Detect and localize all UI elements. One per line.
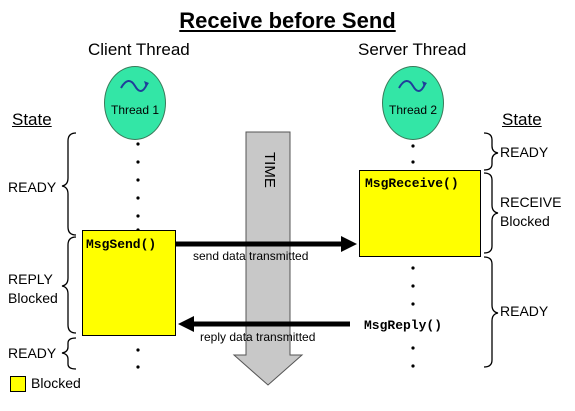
brace-server-receive xyxy=(483,172,499,254)
client-state-ready-bottom: READY xyxy=(8,345,57,361)
client-blocked-box: MsgSend() xyxy=(82,230,176,336)
diagram-title: Receive before Send xyxy=(179,8,396,33)
msgreply-call: MsgReply() xyxy=(364,318,443,333)
client-timeline-dots xyxy=(136,142,140,369)
client-state-reply-line2: Blocked xyxy=(8,290,58,306)
client-state-reply-line1: REPLY xyxy=(8,271,53,287)
server-state-receive-line1: RECEIVE xyxy=(500,194,562,210)
client-thread-label: Thread 1 xyxy=(110,103,160,117)
msgsend-call: MsgSend() xyxy=(86,237,157,252)
msgreceive-call: MsgReceive() xyxy=(365,176,459,191)
server-blocked-box: MsgReceive() xyxy=(359,170,481,257)
legend-blocked-swatch xyxy=(10,376,26,392)
reply-arrow xyxy=(178,316,350,332)
client-state-header: State xyxy=(12,110,52,129)
brace-server-ready-top xyxy=(483,132,499,171)
server-state-receive: RECEIVE Blocked xyxy=(500,193,561,231)
send-arrow xyxy=(175,236,357,252)
client-state-ready-top: READY xyxy=(8,179,57,195)
time-label: TIME xyxy=(261,152,278,188)
thread-squiggle-icon xyxy=(398,80,427,92)
send-arrow-caption: send data transmitted xyxy=(193,249,309,263)
server-thread-circle: Thread 2 xyxy=(382,66,444,140)
brace-client-reply xyxy=(61,236,77,334)
reply-arrow-caption: reply data transmitted xyxy=(200,330,316,344)
thread-squiggle-icon xyxy=(120,80,149,92)
client-thread-circle: Thread 1 xyxy=(104,66,166,140)
server-state-receive-line2: Blocked xyxy=(500,213,550,229)
server-thread-label: Thread 2 xyxy=(388,103,438,117)
client-state-reply: REPLY Blocked xyxy=(8,270,58,308)
server-state-ready-top: READY xyxy=(500,144,549,160)
brace-client-ready-top xyxy=(61,132,77,236)
brace-client-ready-bottom xyxy=(61,337,77,370)
brace-server-ready-bottom xyxy=(483,256,499,368)
legend-blocked-label: Blocked xyxy=(31,375,81,391)
server-state-header: State xyxy=(502,110,542,129)
client-thread-title: Client Thread xyxy=(88,40,190,59)
server-timeline-dots xyxy=(411,144,415,368)
server-state-ready-bottom: READY xyxy=(500,303,549,319)
server-thread-title: Server Thread xyxy=(358,40,467,59)
